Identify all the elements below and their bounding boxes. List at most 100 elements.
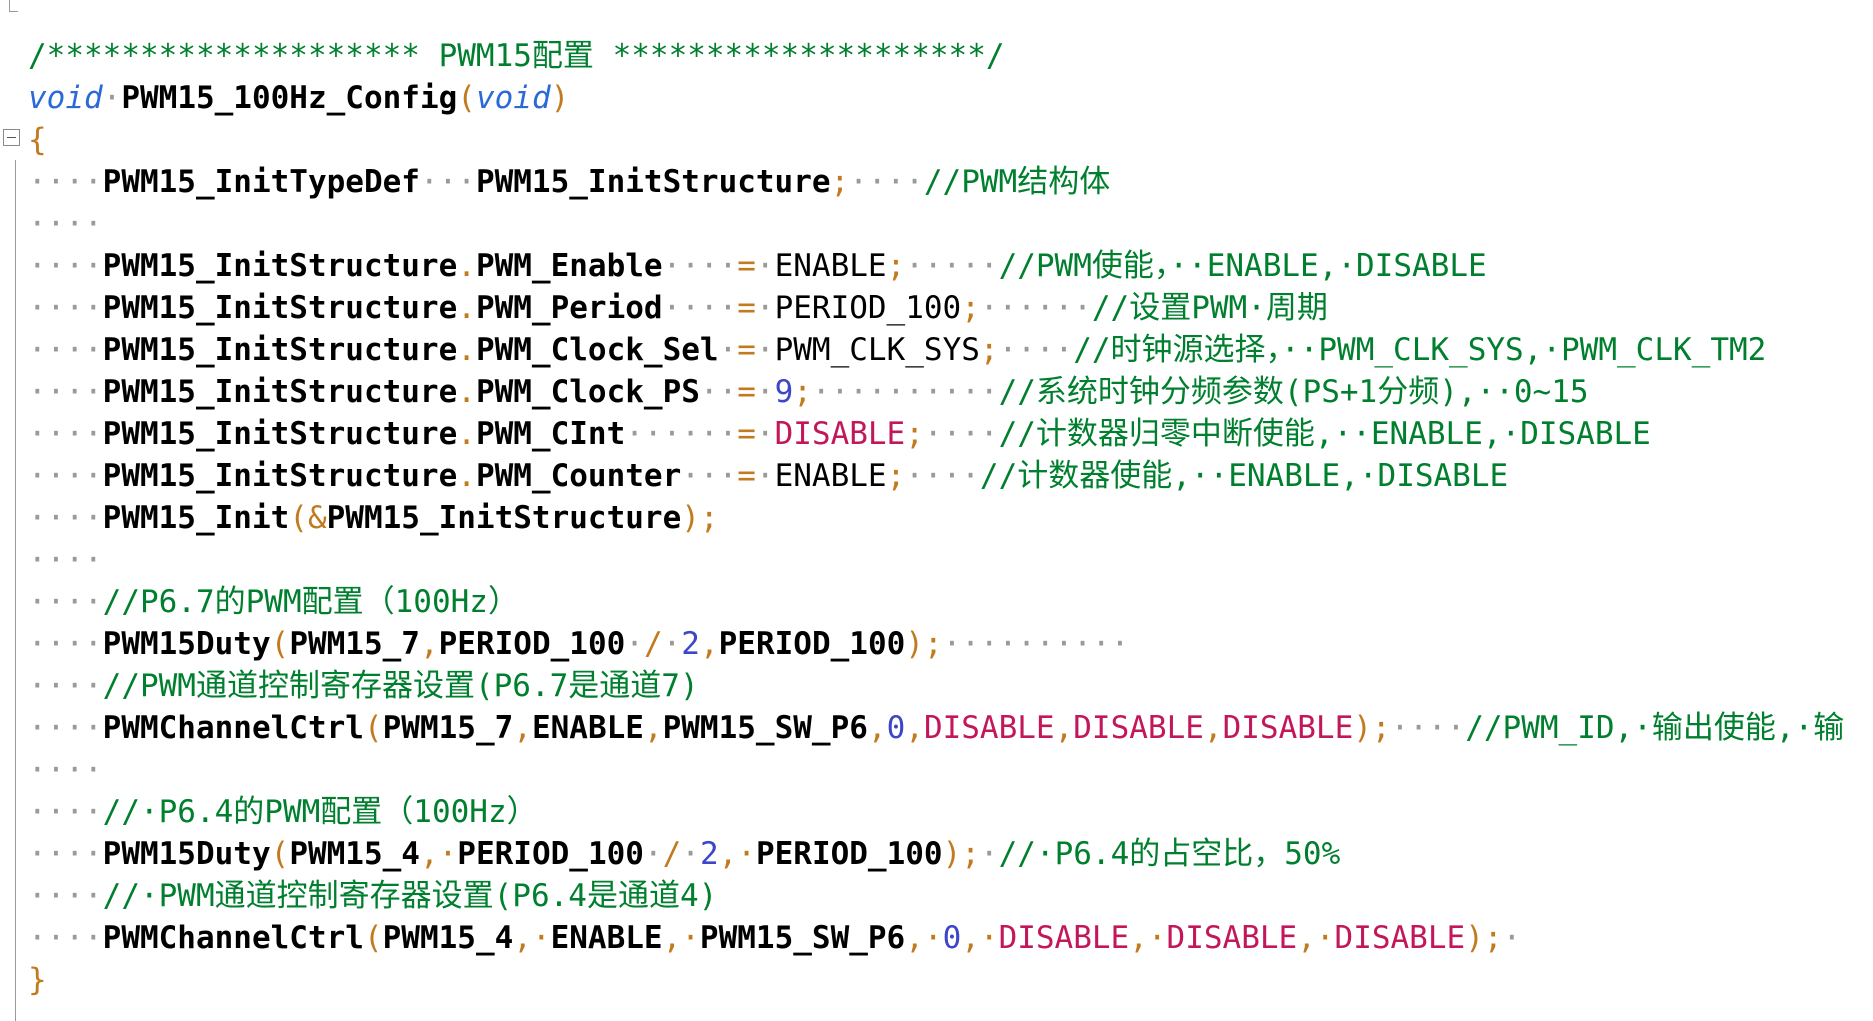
code-line[interactable]: ····PWM15Duty(PWM15_7,PERIOD_100·/·2,PER… xyxy=(28,624,1129,664)
code-token: ,· xyxy=(662,920,700,956)
code-line[interactable]: ····PWM15_Init(&PWM15_InitStructure); xyxy=(28,498,719,538)
code-token: ·········· xyxy=(811,374,999,410)
code-line[interactable]: ····//PWM通道控制寄存器设置(P6.7是通道7) xyxy=(28,666,699,706)
code-token: ENABLE xyxy=(531,710,644,746)
code-token: . xyxy=(457,374,476,410)
code-token: ; xyxy=(905,416,924,452)
code-line[interactable]: ····PWM15_InitStructure.PWM_Period····=·… xyxy=(28,288,1328,328)
code-token: void xyxy=(28,80,103,116)
code-token: PWM_Clock_PS xyxy=(475,374,700,410)
code-token: ··· xyxy=(419,164,476,200)
code-token: ( xyxy=(363,710,383,746)
code-token: DISABLE xyxy=(1334,920,1466,956)
code-token: ···· xyxy=(662,248,738,284)
code-token: = xyxy=(737,248,756,284)
code-token: //PWM_ID,·输出使能,·输 xyxy=(1465,710,1845,746)
code-token: DISABLE xyxy=(923,710,1055,746)
code-line[interactable]: ····//·P6.4的PWM配置（100Hz） xyxy=(28,792,538,832)
code-token: PWM_CInt xyxy=(475,416,626,452)
code-token: ,· xyxy=(961,920,999,956)
code-token: ); xyxy=(1465,920,1503,956)
code-line[interactable]: /******************** PWM15配置 **********… xyxy=(28,36,1005,76)
code-token: ···· xyxy=(28,416,103,452)
code-token: · xyxy=(102,80,122,116)
code-line[interactable]: { xyxy=(28,120,47,160)
code-token: PWM_Clock_Sel xyxy=(475,332,719,368)
code-line[interactable]: } xyxy=(28,960,47,1000)
code-token: DISABLE xyxy=(774,416,906,452)
code-token: PWM15_InitStructure xyxy=(102,248,458,284)
code-token: ( xyxy=(363,920,383,956)
code-line[interactable]: void·PWM15_100Hz_Config(void) xyxy=(28,78,569,118)
code-token: ···· xyxy=(28,164,103,200)
code-token: 9 xyxy=(774,374,794,410)
code-token: ); xyxy=(681,500,719,536)
code-line[interactable]: ····PWM15_InitStructure.PWM_Clock_Sel·=·… xyxy=(28,330,1766,370)
fold-collapse-icon[interactable] xyxy=(3,129,20,146)
code-token: ···· xyxy=(28,752,103,788)
code-token: ···· xyxy=(28,458,103,494)
code-token: = xyxy=(737,458,756,494)
code-line[interactable]: ····PWMChannelCtrl(PWM15_4,·ENABLE,·PWM1… xyxy=(28,918,1521,958)
code-token: ··· xyxy=(681,458,738,494)
code-token: PWM_Counter xyxy=(475,458,682,494)
code-token: , xyxy=(513,710,532,746)
code-token: PWM15_100Hz_Config xyxy=(121,80,458,116)
code-token: · xyxy=(755,374,775,410)
code-token: · xyxy=(755,458,775,494)
code-token: ···· xyxy=(28,878,103,914)
code-token: ···· xyxy=(28,332,103,368)
code-token: ,· xyxy=(419,836,458,872)
code-token: void xyxy=(475,80,551,116)
code-token: ······ xyxy=(979,290,1092,326)
code-line[interactable]: ···· xyxy=(28,750,103,790)
code-token: PWM15_7 xyxy=(382,710,514,746)
code-token: PWM_Enable xyxy=(475,248,663,284)
code-token: //PWM使能，··ENABLE,·DISABLE xyxy=(998,248,1487,284)
code-token: ···· xyxy=(28,668,103,704)
code-token: PWM15_SW_P6 xyxy=(699,920,906,956)
code-token: ( xyxy=(457,80,476,116)
fold-guide-end xyxy=(9,0,18,12)
code-token: = xyxy=(737,374,756,410)
code-token: DISABLE xyxy=(998,920,1130,956)
code-line[interactable]: ···· xyxy=(28,204,103,244)
code-line[interactable]: ····PWM15_InitStructure.PWM_Counter···=·… xyxy=(28,456,1508,496)
code-line[interactable]: ····PWM15_InitStructure.PWM_Clock_PS··=·… xyxy=(28,372,1589,412)
code-line[interactable]: ····PWM15_InitStructure.PWM_CInt······=·… xyxy=(28,414,1651,454)
code-token: · xyxy=(979,836,999,872)
code-token: /******************** PWM15配置 **********… xyxy=(28,38,1005,74)
code-token: , xyxy=(867,710,887,746)
code-token: PWM15_InitStructure xyxy=(102,458,458,494)
code-line[interactable]: ····PWM15Duty(PWM15_4,·PERIOD_100·/·2,·P… xyxy=(28,834,1340,874)
code-token: PWM15_4 xyxy=(289,836,420,872)
code-token: = xyxy=(737,290,756,326)
code-line[interactable]: ···· xyxy=(28,540,103,580)
code-token: DISABLE xyxy=(1222,710,1354,746)
code-token: 2 xyxy=(699,836,719,872)
code-token: PWM15_InitStructure xyxy=(102,416,458,452)
code-line[interactable]: ····PWM15_InitTypeDef···PWM15_InitStruct… xyxy=(28,162,1110,202)
code-token: ···· xyxy=(28,836,103,872)
code-line[interactable]: ····//·PWM通道控制寄存器设置(P6.4是通道4) xyxy=(28,876,717,916)
code-token: PWM15_InitStructure xyxy=(326,500,682,536)
code-line[interactable]: ····PWM15_InitStructure.PWM_Enable····=·… xyxy=(28,246,1487,286)
code-token: ; xyxy=(830,164,850,200)
code-line[interactable]: ····//P6.7的PWM配置（100Hz） xyxy=(28,582,519,622)
code-token: PWM_Period xyxy=(475,290,663,326)
code-token: · xyxy=(662,626,682,662)
code-token: //P6.7的PWM配置（100Hz） xyxy=(102,584,519,620)
code-token: { xyxy=(28,122,47,158)
code-token: ···· xyxy=(28,374,103,410)
code-token: (& xyxy=(289,500,327,536)
code-token: 0 xyxy=(886,710,906,746)
code-token: · xyxy=(755,248,775,284)
code-token: //PWM结构体 xyxy=(923,164,1111,200)
code-token: ,· xyxy=(513,920,551,956)
code-token: ···· xyxy=(905,458,980,494)
code-token: ,· xyxy=(718,836,756,872)
code-token: · xyxy=(755,332,775,368)
code-token: ENABLE xyxy=(774,458,887,494)
code-line[interactable]: ····PWMChannelCtrl(PWM15_7,ENABLE,PWM15_… xyxy=(28,708,1844,748)
